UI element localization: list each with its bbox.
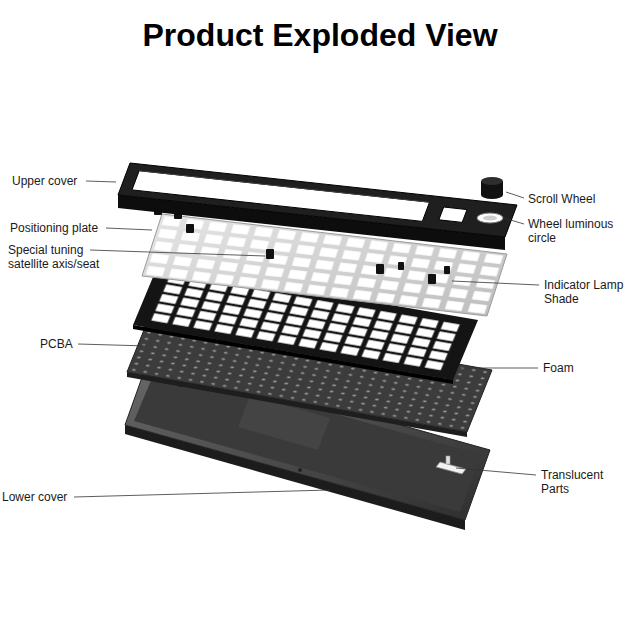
part-label: Foam	[543, 361, 603, 375]
scroll-wheel	[481, 177, 503, 199]
upper-cover	[118, 163, 517, 250]
part-label: Positioning plate	[10, 221, 130, 235]
part-label: Special tuning satellite axis/seat	[8, 243, 120, 271]
part-label: Scroll Wheel	[528, 192, 628, 206]
part-label: Upper cover	[12, 174, 102, 188]
leader-lines	[74, 181, 539, 497]
part-label: Wheel luminous circle	[528, 217, 628, 245]
part-label: Translucent Parts	[541, 468, 621, 496]
part-label: Lower cover	[2, 490, 92, 504]
title: Product Exploded View	[0, 16, 640, 54]
part-label: Indicator Lamp Shade	[544, 278, 636, 306]
part-label: PCBA	[40, 337, 100, 351]
